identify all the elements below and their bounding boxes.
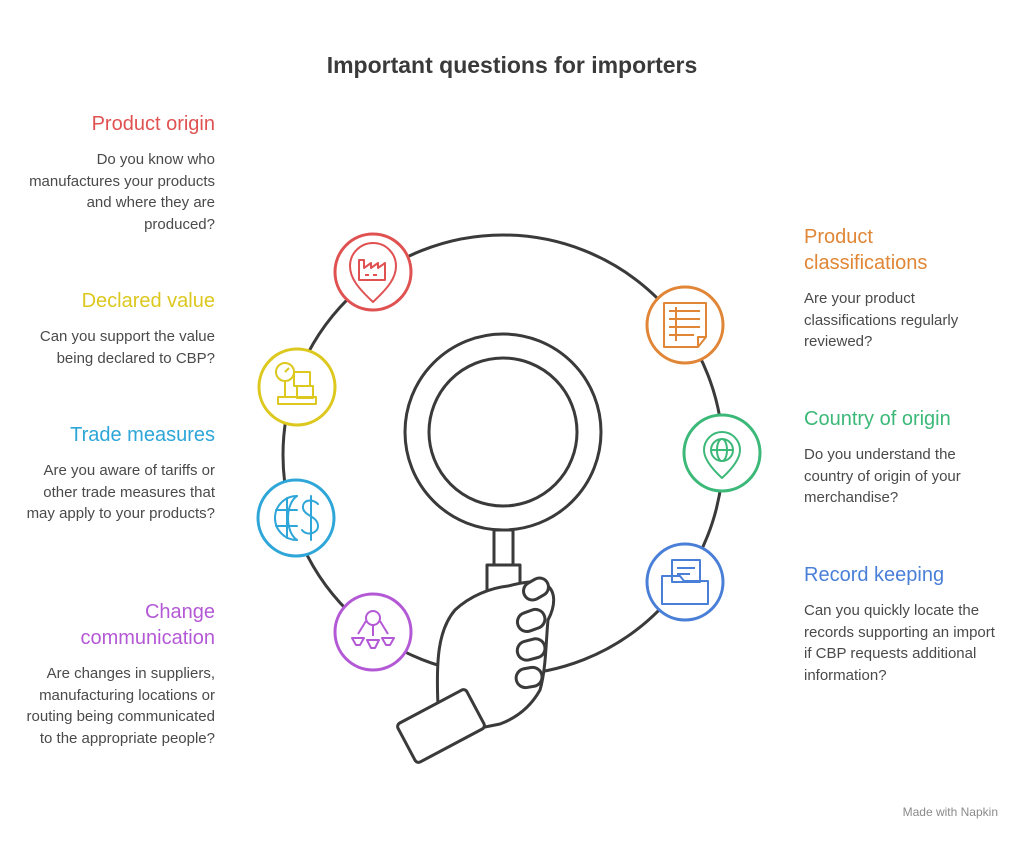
page-title: Important questions for importers <box>326 52 698 78</box>
network-people-icon <box>333 592 413 672</box>
desc-trade-measures: Are you aware of tariffs or other trade … <box>26 462 215 522</box>
heading-trade-measures: Trade measures <box>70 424 215 446</box>
watermark: Made with Napkin <box>902 805 998 819</box>
magnifying-glass-icon <box>403 332 603 613</box>
desc-product-classifications: Are your product classifications regular… <box>804 290 959 350</box>
heading-product-origin: Product origin <box>91 113 215 135</box>
folder-icon <box>645 542 725 622</box>
desc-change-communication: Are changes in suppliers, manufacturing … <box>26 665 215 747</box>
desc-declared-value: Can you support the value being declared… <box>39 328 215 367</box>
desc-record-keeping: Can you quickly locate the records suppo… <box>804 602 995 684</box>
hand-icon <box>396 576 556 764</box>
globe-pin-icon <box>682 413 762 493</box>
factory-location-icon <box>333 232 413 312</box>
heading-declared-value: Declared value <box>81 290 215 312</box>
heading-record-keeping: Record keeping <box>804 564 945 586</box>
desc-country-of-origin: Do you understand the country of origin … <box>804 446 961 506</box>
document-list-icon <box>645 285 725 365</box>
heading-product-classifications: Product classifications <box>804 226 928 274</box>
heading-country-of-origin: Country of origin <box>804 408 951 430</box>
desc-product-origin: Do you know who manufactures your produc… <box>29 151 215 233</box>
globe-dollar-icon <box>256 478 336 558</box>
heading-change-communication: Change communication <box>80 601 215 649</box>
scale-boxes-icon <box>257 347 337 427</box>
